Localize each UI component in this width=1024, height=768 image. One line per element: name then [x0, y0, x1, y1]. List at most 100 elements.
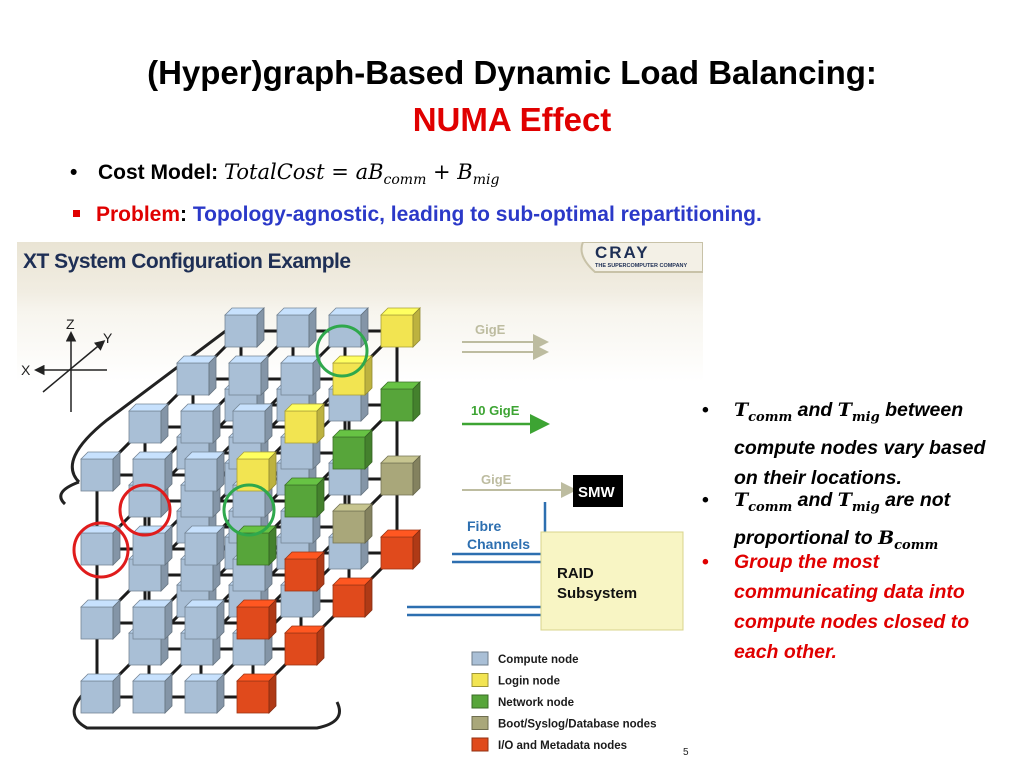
bullet-square [73, 209, 80, 217]
node-front-face [184, 680, 218, 714]
axis-z-label: Z [66, 316, 75, 332]
node-front-face [224, 314, 258, 348]
highlight-circles [72, 324, 369, 579]
node-front-face [380, 388, 414, 422]
torus-loop-left [59, 480, 80, 506]
channels-label: Channels [467, 536, 530, 552]
node-side-face [364, 503, 373, 544]
node-side-face [268, 673, 277, 714]
torus-loop-bottom [72, 680, 341, 730]
legend-swatch [471, 673, 489, 687]
compute-node [276, 307, 317, 348]
problem-label: Problem [96, 203, 181, 226]
compute-node [132, 599, 173, 640]
io-node [284, 551, 325, 592]
node-side-face [216, 525, 225, 566]
io-node [236, 599, 277, 640]
legend-label: Login node [498, 676, 560, 688]
legend-label: Boot/Syslog/Database nodes [498, 719, 656, 731]
cray-logo: CRAY THE SUPERCOMPUTER COMPANY [580, 242, 703, 273]
node-front-face [132, 606, 166, 640]
legend-label: Network node [498, 697, 574, 709]
node-side-face [256, 307, 265, 348]
page-number: 5 [683, 747, 689, 758]
node-front-face [380, 314, 414, 348]
node-side-face [216, 599, 225, 640]
legend-label: I/O and Metadata nodes [498, 740, 627, 752]
network-node [284, 477, 325, 518]
boot-node [380, 455, 421, 496]
node-front-face [332, 510, 366, 544]
node-side-face [164, 525, 173, 566]
node-front-face [128, 410, 162, 444]
right-bullet-3: • Group the most communicating data into… [702, 547, 1012, 667]
node-front-face [80, 532, 114, 566]
compute-node [232, 403, 273, 444]
slide-title: (Hyper)graph-Based Dynamic Load Balancin… [147, 54, 877, 91]
io-node [380, 529, 421, 570]
node-side-face [208, 355, 217, 396]
node-side-face [216, 673, 225, 714]
node-side-face [164, 599, 173, 640]
smw-box [573, 475, 623, 507]
cost-formula: TotalCost = aBcomm + Bmig [224, 160, 500, 188]
login-node [332, 355, 373, 396]
network-node [236, 525, 277, 566]
node-front-face [184, 458, 218, 492]
xt-system-figure: XT System Configuration Example CRAY THE… [17, 242, 703, 760]
io-node [236, 673, 277, 714]
node-front-face [332, 584, 366, 618]
compute-node [80, 599, 121, 640]
node-side-face [112, 673, 121, 714]
bullet-dot: • [702, 399, 709, 421]
compute-node [180, 403, 221, 444]
boot-node [332, 503, 373, 544]
node-side-face [316, 403, 325, 444]
compute-node [184, 673, 225, 714]
topology-diagram: CRAY THE SUPERCOMPUTER COMPANY Z Y X [21, 242, 703, 758]
node-front-face [180, 410, 214, 444]
compute-node [184, 525, 225, 566]
gige-mid-label: GigE [481, 472, 512, 487]
node-side-face [412, 455, 421, 496]
node-front-face [184, 606, 218, 640]
fibre-label: Fibre [467, 518, 501, 534]
node-side-face [364, 429, 373, 470]
legend-swatch [471, 694, 489, 709]
compute-node [228, 355, 269, 396]
bullet-dot: • [702, 551, 709, 573]
node-front-face [380, 462, 414, 496]
node-front-face [132, 532, 166, 566]
compute-node [80, 451, 121, 492]
node-side-face [268, 525, 277, 566]
node-side-face [112, 451, 121, 492]
login-node [284, 403, 325, 444]
node-front-face [280, 362, 314, 396]
green-circle-mid [222, 483, 276, 537]
ten-gige-label: 10 GigE [471, 403, 520, 418]
node-side-face [164, 673, 173, 714]
node-side-face [316, 625, 325, 666]
green-circle-top [315, 324, 369, 378]
smw-label: SMW [578, 484, 616, 501]
compute-node [80, 525, 121, 566]
problem-text: Topology-agnostic, leading to sub-optima… [192, 203, 762, 226]
compute-node [176, 355, 217, 396]
legend-swatch [471, 737, 489, 752]
compute-node [132, 673, 173, 714]
io-node [284, 625, 325, 666]
compute-node [184, 451, 225, 492]
node-side-face [316, 477, 325, 518]
raid-label-1: RAID [557, 565, 594, 582]
node-side-face [112, 599, 121, 640]
network-node [380, 381, 421, 422]
node-lattice [80, 307, 421, 714]
y-axis [42, 340, 106, 393]
node-side-face [308, 307, 317, 348]
node-front-face [236, 606, 270, 640]
node-side-face [412, 381, 421, 422]
node-front-face [380, 536, 414, 570]
node-side-face [412, 307, 421, 348]
login-node [236, 451, 277, 492]
